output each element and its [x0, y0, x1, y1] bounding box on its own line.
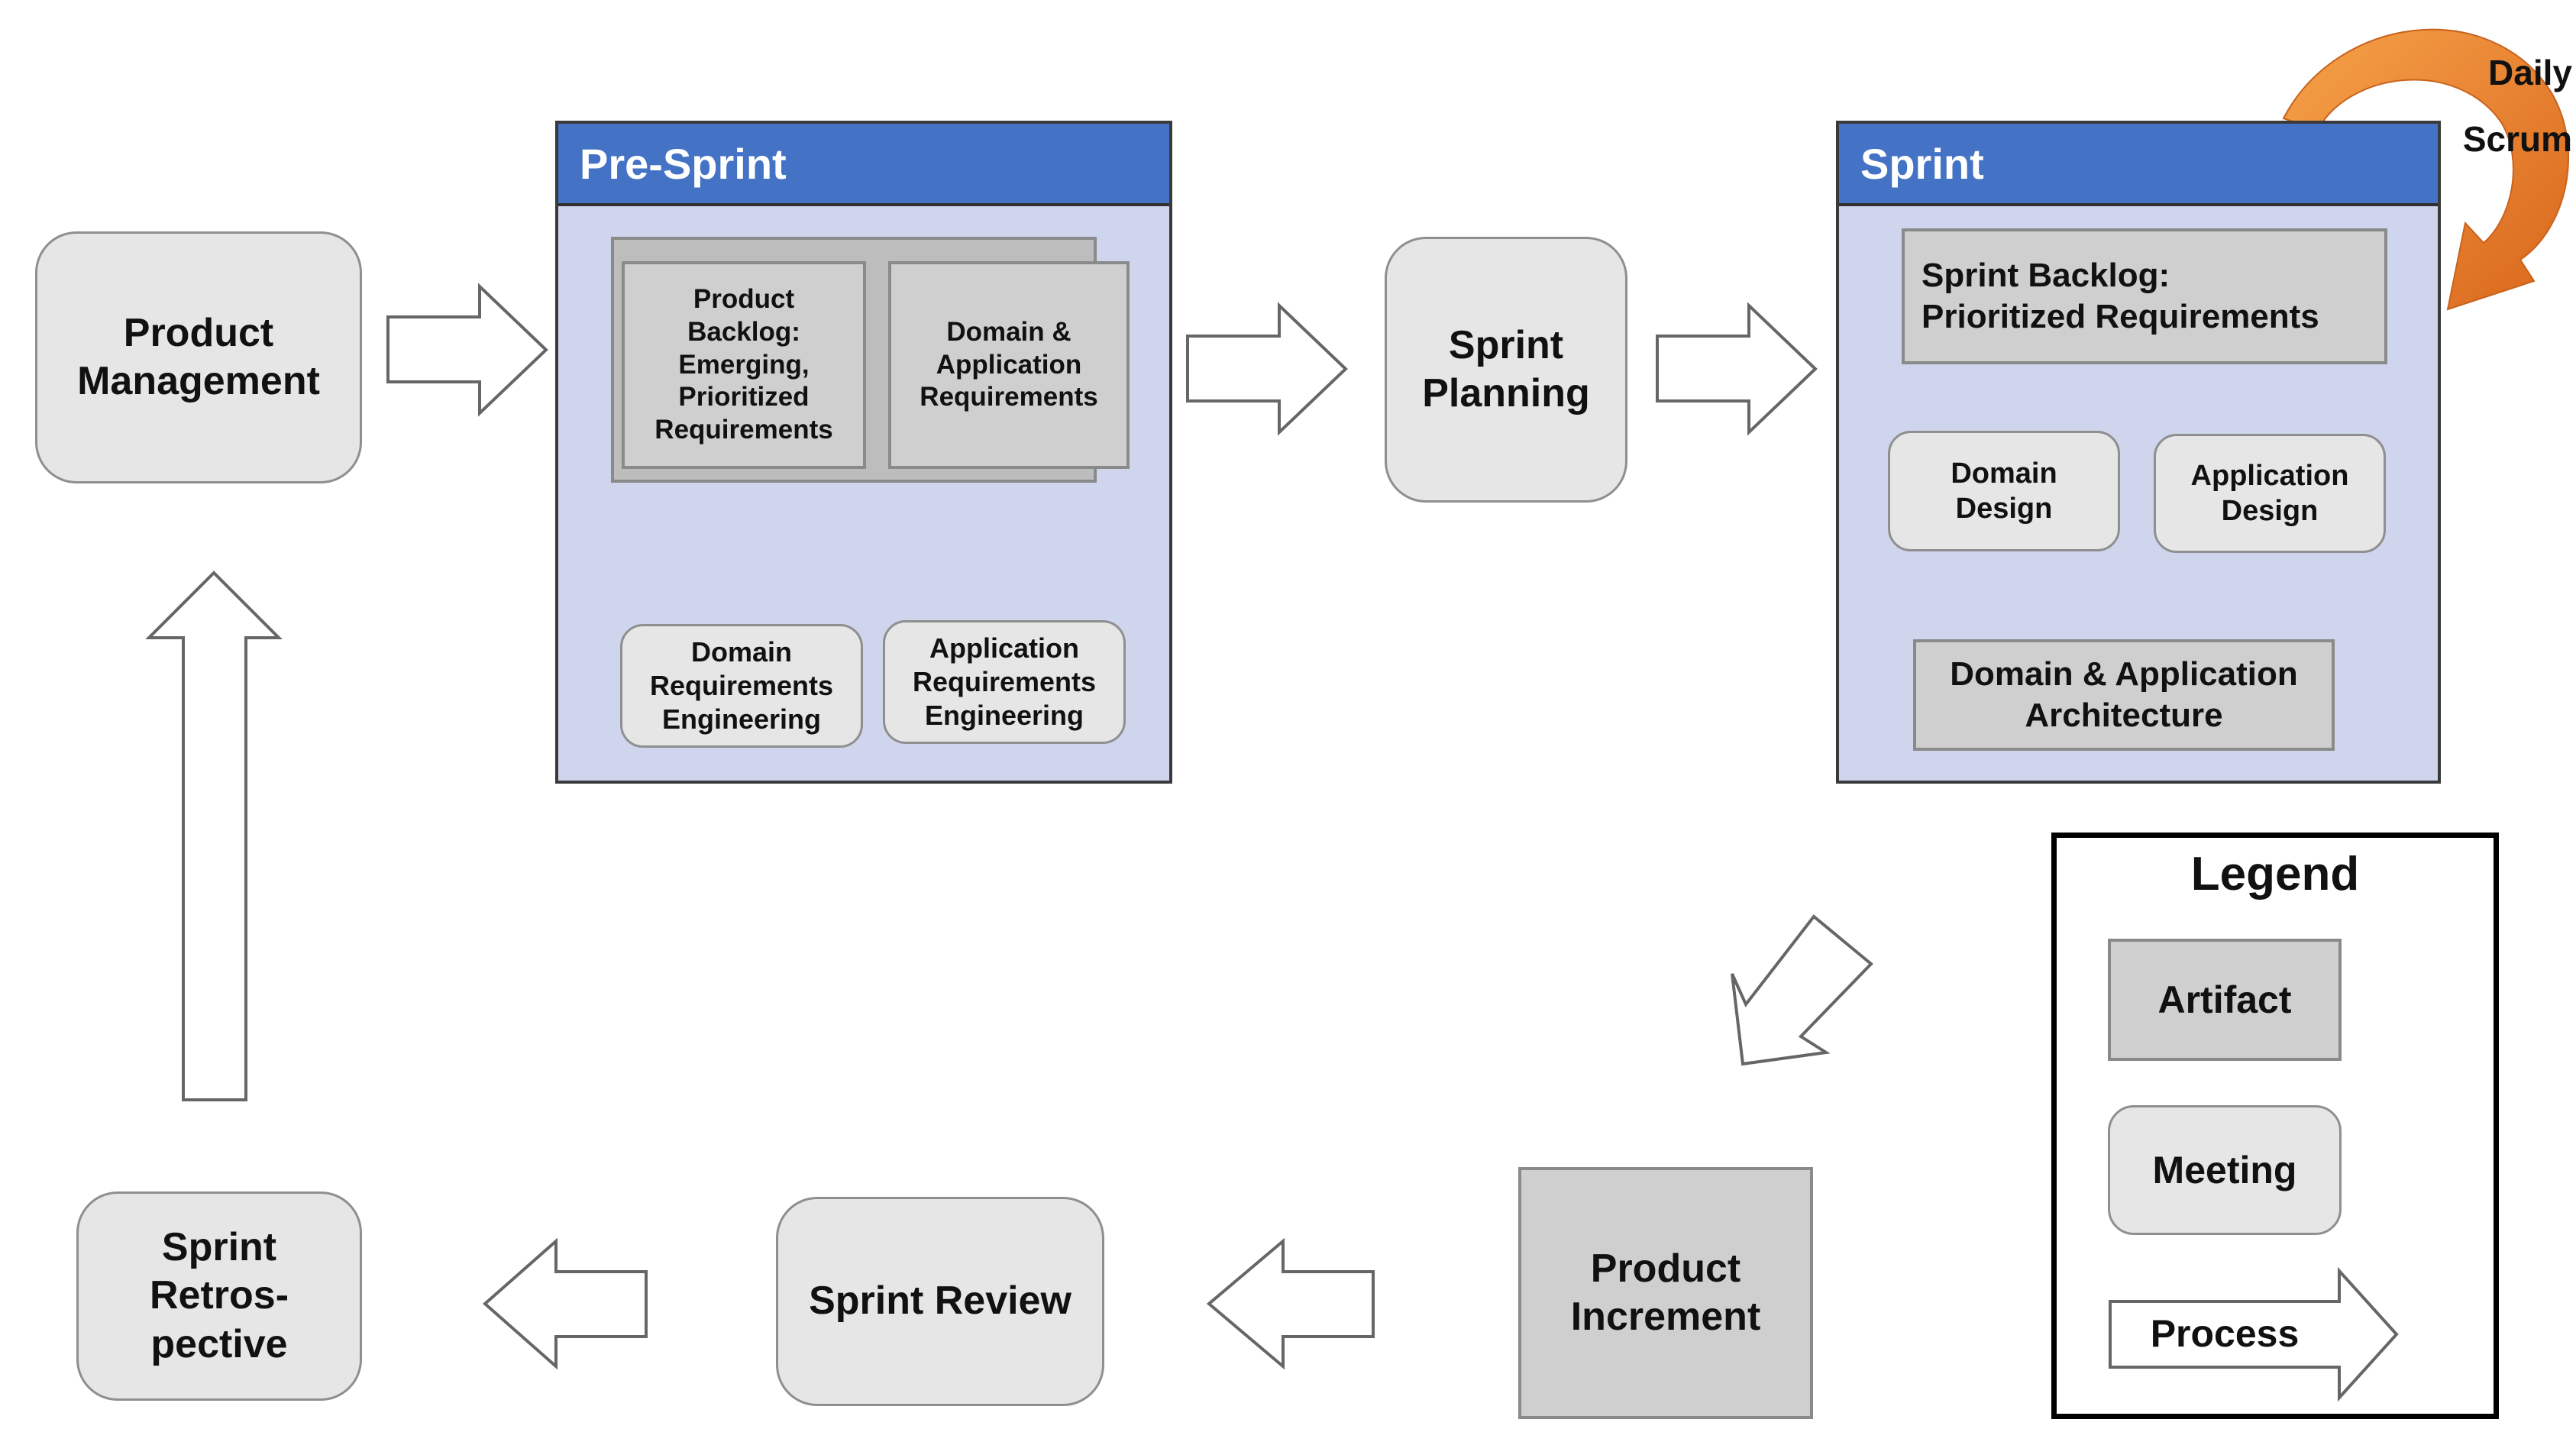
process-arrow-left [1206, 1237, 1375, 1370]
domain-application-architecture-artifact: Domain & Application Architecture [1913, 639, 2335, 751]
product-backlog-artifact: Product Backlog: Emerging, Prioritized R… [622, 261, 866, 469]
domain-design-label: Domain Design [1951, 457, 2057, 525]
application-design-label: Application Design [2190, 459, 2349, 527]
legend-artifact-swatch: Artifact [2108, 939, 2342, 1061]
process-arrow-left [482, 1237, 648, 1370]
pre-sprint-panel: Pre-Sprint Product Backlog: Emerging, Pr… [555, 121, 1172, 784]
daily-scrum-cycle-icon [2282, 28, 2570, 311]
app-req-engineering-label: Application Requirements Engineering [912, 632, 1097, 731]
domain-req-engineering-label: Domain Requirements Engineering [649, 636, 834, 735]
product-increment-label: Product Increment [1570, 1246, 1761, 1339]
process-arrow-right [386, 283, 548, 417]
process-arrow-diagonal [1731, 914, 1873, 1066]
sprint-title: Sprint [1860, 139, 1984, 188]
product-management-label: Product Management [77, 310, 320, 403]
sprint-retrospective-label: Sprint Retros- pective [149, 1224, 289, 1366]
domain-app-requirements-label: Domain & Application Requirements [920, 316, 1098, 412]
application-design-meeting: Application Design [2154, 434, 2386, 553]
sprint-planning-label: Sprint Planning [1422, 322, 1590, 415]
architecture-label: Domain & Application Architecture [1950, 655, 2298, 734]
process-arrow-right [1186, 302, 1348, 436]
domain-design-meeting: Domain Design [1888, 431, 2120, 551]
legend-artifact-label: Artifact [2157, 978, 2292, 1021]
sprint-review-meeting: Sprint Review [776, 1197, 1104, 1406]
sprint-review-label: Sprint Review [809, 1279, 1071, 1324]
sprint-header: Sprint [1839, 124, 2438, 206]
sprint-retrospective-meeting: Sprint Retros- pective [76, 1191, 362, 1401]
domain-requirements-engineering-meeting: Domain Requirements Engineering [620, 624, 863, 748]
sprint-panel: Sprint Sprint Backlog: Prioritized Requi… [1836, 121, 2441, 784]
process-arrow-right [1656, 302, 1818, 436]
pre-sprint-title: Pre-Sprint [580, 139, 787, 188]
pre-sprint-header: Pre-Sprint [558, 124, 1169, 206]
daily-scrum-label: Daily Scrum [2462, 53, 2572, 160]
legend-box: Legend Artifact Meeting Process [2051, 833, 2499, 1419]
domain-app-requirements-artifact: Domain & Application Requirements [888, 261, 1130, 469]
sprint-planning-meeting: Sprint Planning [1385, 237, 1627, 503]
legend-meeting-label: Meeting [2152, 1149, 2297, 1191]
product-backlog-label: Product Backlog: Emerging, Prioritized R… [655, 284, 833, 445]
sprint-backlog-label: Sprint Backlog: Prioritized Requirements [1921, 257, 2319, 335]
product-increment-artifact: Product Increment [1518, 1167, 1813, 1419]
application-requirements-engineering-meeting: Application Requirements Engineering [883, 620, 1126, 744]
legend-process-label: Process [2150, 1312, 2300, 1355]
legend-meeting-swatch: Meeting [2108, 1105, 2342, 1235]
legend-title: Legend [2190, 848, 2360, 900]
process-arrow-up [145, 571, 283, 1101]
legend-process-arrow-icon [2109, 1267, 2399, 1402]
product-management-meeting: Product Management [35, 231, 362, 483]
sprint-backlog-artifact: Sprint Backlog: Prioritized Requirements [1902, 228, 2387, 364]
